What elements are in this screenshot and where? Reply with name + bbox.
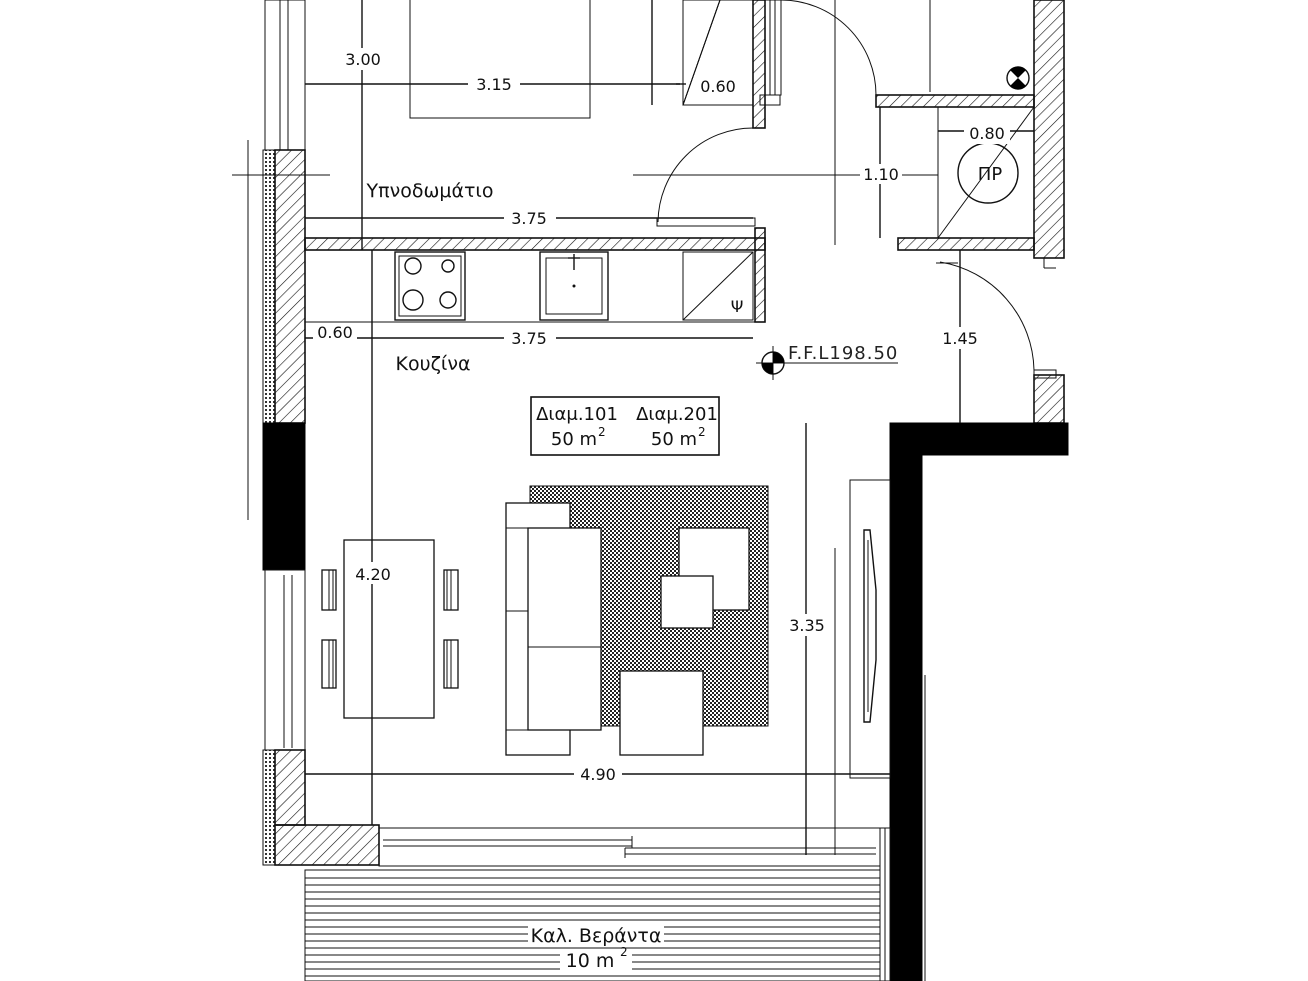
sink: [539, 251, 609, 321]
dimension-labels: 3.00 3.15 0.60 0.80 1.10 3.75 0.60 3.75 …: [313, 48, 1010, 785]
bed: [409, 0, 591, 119]
dim-bedroom-width: 3.75: [511, 209, 547, 228]
tv-unit: [849, 479, 891, 779]
ottoman: [619, 670, 704, 756]
unit-a-name: Διαμ.101: [536, 404, 618, 425]
dim-counter-depth: 0.60: [317, 323, 353, 342]
unit-b-area-sup: 2: [698, 425, 706, 439]
unit-area-box: Διαμ.101 Διαμ.201 50 m 2 50 m 2: [530, 396, 720, 456]
dim-living-depth: 3.35: [789, 616, 825, 635]
dim-bed-width: 3.15: [476, 75, 512, 94]
right-exterior-wall: [879, 422, 1069, 981]
level-mark: F.F.L198.50: [756, 343, 898, 380]
kitchen-symbol: Ψ: [731, 297, 744, 316]
dim-closet-width: 0.80: [969, 124, 1005, 143]
unit-a-area: 50 m: [551, 429, 597, 450]
door-swing: [780, 0, 877, 96]
veranda-label: Καλ. Βεράντα: [531, 925, 662, 947]
closet-label: ΠΡ: [978, 164, 1003, 185]
door-swing: [657, 127, 754, 223]
ffl-label: F.F.L198.50: [788, 343, 898, 364]
dim-bed-depth: 3.00: [345, 50, 381, 69]
kitchen-partition-wall: [304, 217, 766, 323]
dim-wardrobe: 0.60: [700, 77, 736, 96]
kitchen-label: Κουζίνα: [396, 353, 471, 375]
dim-entry: 1.45: [942, 329, 978, 348]
veranda-area: 10 m: [566, 950, 615, 972]
kitchen-counter: Ψ: [304, 249, 756, 323]
cooktop: [394, 251, 466, 321]
veranda-label-group: Καλ. Βεράντα 10 m 2: [528, 923, 664, 972]
closet-area: ΠΡ: [875, 0, 1065, 424]
unit-a-area-sup: 2: [598, 425, 606, 439]
fridge: [682, 251, 754, 321]
sofa: [505, 502, 602, 756]
dim-living-width: 4.90: [580, 765, 616, 784]
bedroom-label: Υπνοδωμάτιο: [366, 180, 494, 202]
dim-dining-depth: 4.20: [355, 565, 391, 584]
unit-b-area: 50 m: [651, 429, 697, 450]
living-room: [505, 485, 769, 756]
left-exterior-wall: [232, 0, 380, 866]
dim-kitchen-width: 3.75: [511, 329, 547, 348]
bedroom-area: [409, 0, 877, 223]
entry-door-swing: [939, 261, 1035, 371]
dim-hall-depth: 1.10: [863, 165, 899, 184]
unit-b-name: Διαμ.201: [636, 404, 718, 425]
meter-icon: [1006, 66, 1030, 90]
veranda-area-sup: 2: [620, 945, 628, 959]
side-table: [660, 575, 714, 629]
